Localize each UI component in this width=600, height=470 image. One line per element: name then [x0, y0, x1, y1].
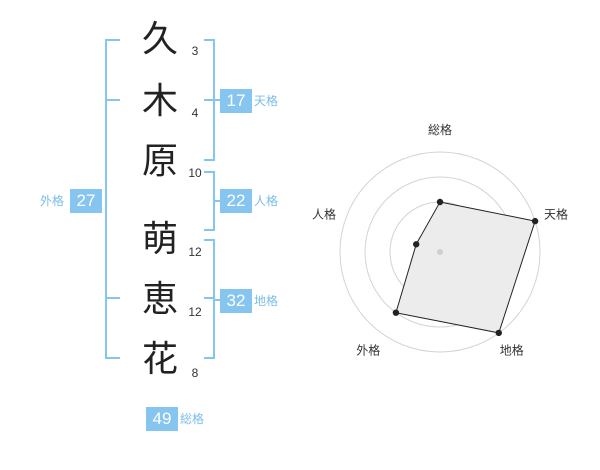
- given-strokes-1: 12: [188, 245, 202, 259]
- given-char-1: 萌: [141, 219, 178, 260]
- radar-center-dot: [437, 249, 443, 255]
- gaikaku-badge: 27: [70, 189, 102, 213]
- radar-point-1: [436, 198, 444, 206]
- radar-axis-label-2: 天格: [544, 206, 568, 221]
- radar-ring-4: [339, 151, 541, 353]
- chikaku-label: 地格: [254, 294, 279, 308]
- radar-point-3: [495, 329, 502, 337]
- soukaku-label: 総格: [180, 412, 205, 426]
- jinkaku-badge: 22: [220, 189, 252, 213]
- gaikaku-bracket: [105, 39, 120, 359]
- given-char-2: 恵: [141, 279, 178, 320]
- surname-strokes-3: 10: [188, 166, 202, 180]
- tenkaku-label: 天格: [254, 94, 279, 108]
- radar-polygon: [395, 201, 536, 334]
- radar-axis-label-3: 地格: [500, 343, 524, 358]
- radar-point-2: [531, 217, 539, 225]
- jinkaku-label: 人格: [254, 194, 279, 208]
- radar-point-4: [392, 309, 400, 316]
- gaikaku-label: 外格: [40, 194, 65, 208]
- surname-strokes-1: 3: [191, 44, 199, 58]
- radar-axis-label-4: 外格: [356, 343, 380, 358]
- radar-axis-label-1: 総格: [428, 122, 452, 137]
- surname-char-3: 原: [141, 141, 178, 182]
- radar-axis-label-5: 人格: [312, 206, 336, 221]
- surname-char-2: 木: [141, 81, 178, 122]
- given-strokes-3: 8: [191, 366, 199, 380]
- surname-strokes-2: 4: [191, 106, 199, 120]
- radar-point-5: [413, 241, 420, 248]
- tenkaku-badge: 17: [220, 89, 252, 113]
- chikaku-badge: 32: [220, 289, 252, 313]
- given-char-3: 花: [141, 339, 178, 380]
- given-strokes-2: 12: [188, 305, 202, 319]
- jinkaku-bracket: [204, 171, 215, 231]
- soukaku-badge: 49: [146, 407, 178, 431]
- surname-char-1: 久: [141, 19, 178, 60]
- radar-points: [392, 198, 539, 337]
